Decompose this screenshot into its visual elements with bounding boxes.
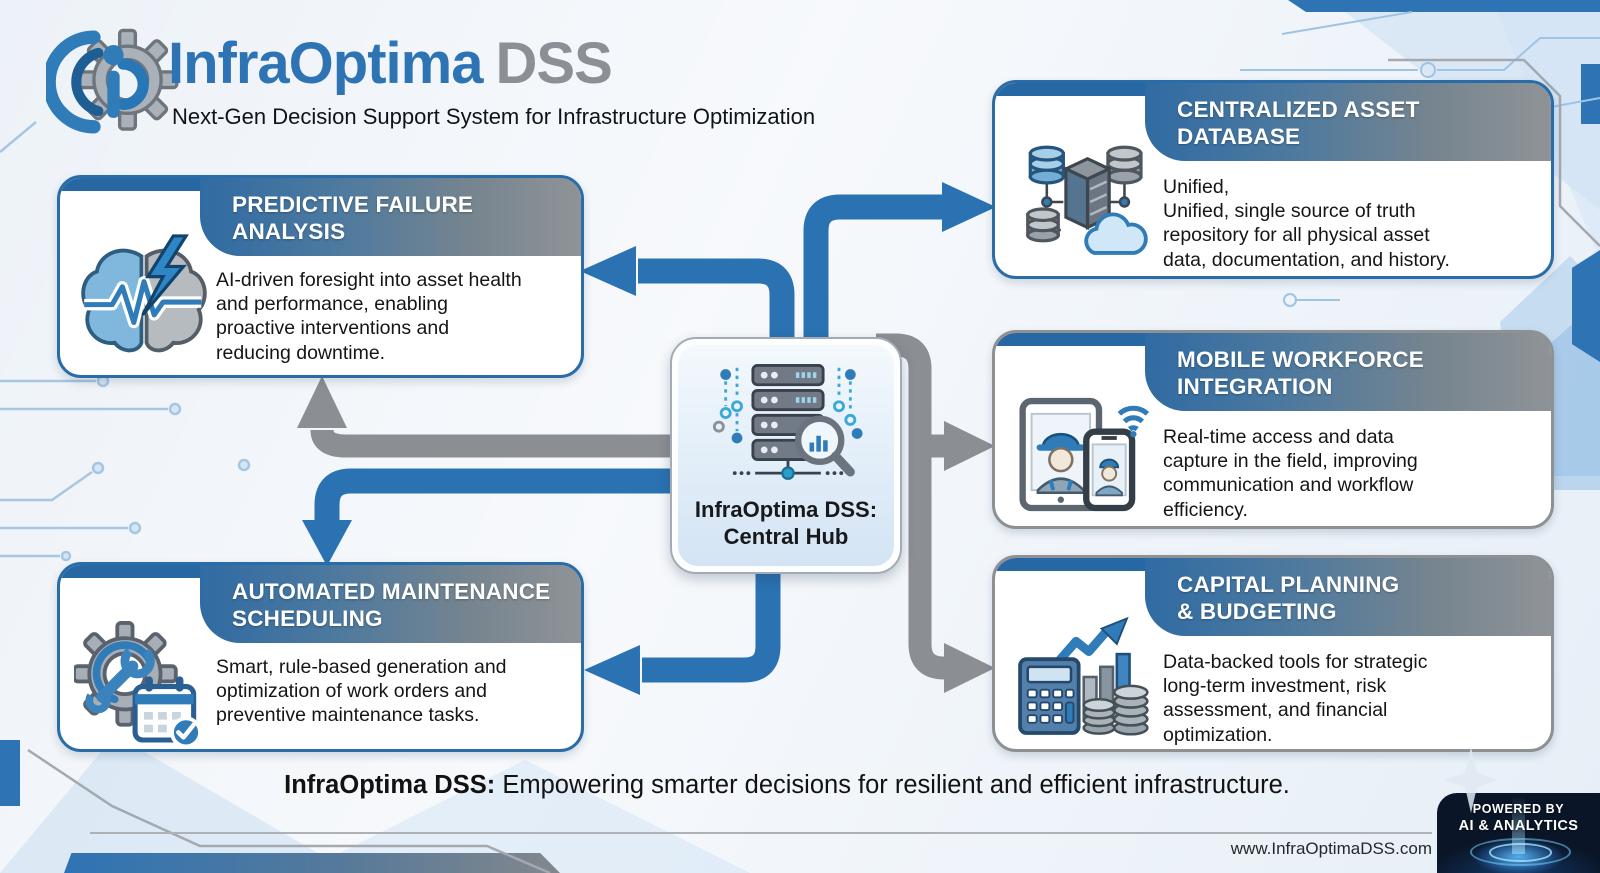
badge-ring-inner — [1489, 843, 1552, 862]
feature-box-centralized-asset-database: CENTRALIZED ASSET DATABASE — [992, 80, 1554, 279]
brand-name: InfraOptima — [168, 31, 483, 96]
central-hub: InfraOptima DSS: Central Hub — [670, 337, 902, 574]
mobile-devices-icon — [1019, 397, 1150, 512]
feature-box-predictive-failure-analysis: PREDICTIVE FAILURE ANALYSIS AI-driven fo… — [57, 175, 584, 378]
feature-title: CENTRALIZED ASSET DATABASE — [1177, 97, 1420, 149]
page-subtitle: Next-Gen Decision Support System for Inf… — [172, 104, 816, 129]
footer-tagline-text: Empowering smarter decisions for resilie… — [502, 771, 1290, 799]
feature-box-capital-planning-budgeting: CAPITAL PLANNING & BUDGETING — [992, 555, 1554, 752]
feature-description: AI-driven foresight into asset health an… — [216, 269, 522, 364]
server-analytics-icon — [712, 364, 863, 480]
decor-bottom-gradient-bar — [64, 853, 560, 873]
feature-description: Unified, Unified, single source of truth… — [1163, 176, 1450, 271]
arrow-hub-to-capital — [876, 333, 945, 680]
arrow-hub-to-centralized — [803, 194, 944, 354]
arrow-hub-to-automated-side — [642, 556, 781, 683]
asset-database-icon — [1026, 145, 1148, 255]
box-header: CENTRALIZED ASSET DATABASE — [1145, 83, 1551, 161]
gear-calendar-icon — [74, 621, 202, 749]
box-header: CAPITAL PLANNING & BUDGETING — [1145, 558, 1551, 636]
box-header: AUTOMATED MAINTENANCE SCHEDULING — [200, 565, 581, 643]
brand-suffix: DSS — [495, 31, 613, 96]
infraoptima-gear-logo — [46, 28, 179, 134]
feature-title: AUTOMATED MAINTENANCE SCHEDULING — [232, 579, 551, 631]
arrow-hub-to-automated-top — [314, 468, 702, 522]
footer-tagline: InfraOptima DSS: Empowering smarter deci… — [0, 771, 1600, 800]
arrow-hub-to-predictive — [638, 258, 795, 354]
arrow-hub-to-predictive-gray — [310, 428, 702, 458]
decor-right-tab — [1581, 64, 1600, 124]
feature-description: Real-time access and data capture in the… — [1163, 426, 1418, 521]
box-header: MOBILE WORKFORCE INTEGRATION — [1145, 333, 1551, 411]
website-link[interactable]: www.InfraOptimaDSS.com — [1230, 839, 1432, 858]
feature-description: Data-backed tools for strategic long-ter… — [1163, 651, 1428, 746]
decor-right-edge-shape — [1572, 250, 1600, 362]
decor-top-band — [1288, 0, 1600, 12]
central-hub-panel: InfraOptima DSS: Central Hub — [678, 345, 894, 566]
brain-lightning-icon — [81, 234, 207, 353]
box-header: PREDICTIVE FAILURE ANALYSIS — [200, 178, 581, 256]
feature-box-mobile-workforce-integration: MOBILE WORKFORCE INTEGRATION Real-t — [992, 330, 1554, 529]
feature-description: Smart, rule-based generation and optimiz… — [216, 656, 507, 727]
feature-title: PREDICTIVE FAILURE ANALYSIS — [232, 192, 474, 244]
footer-brand: InfraOptima DSS: — [284, 771, 496, 799]
badge-line2: AI & ANALYTICS — [1458, 818, 1579, 834]
feature-box-automated-maintenance-scheduling: AUTOMATED MAINTENANCE SCHEDULING — [57, 562, 584, 752]
finance-chart-icon — [1018, 616, 1149, 736]
feature-title: CAPITAL PLANNING & BUDGETING — [1177, 572, 1400, 624]
badge-ring-outer — [1469, 837, 1572, 866]
feature-title: MOBILE WORKFORCE INTEGRATION — [1177, 347, 1424, 399]
decor-left-tab — [0, 740, 20, 806]
hub-label: InfraOptima DSS: Central Hub — [694, 497, 878, 549]
badge-line1: POWERED BY — [1472, 802, 1565, 816]
powered-by-badge: POWERED BY AI & ANALYTICS — [1437, 793, 1600, 873]
